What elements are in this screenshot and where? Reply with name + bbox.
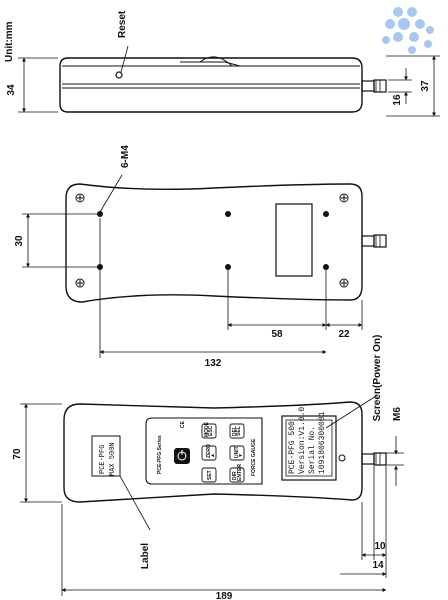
sticker-line1: PCE-PFG bbox=[99, 445, 107, 474]
enter-key-label: ENTER bbox=[237, 464, 243, 481]
dim-front-14: 14 bbox=[372, 560, 384, 571]
down-key-icon: ▼ bbox=[238, 453, 244, 458]
screen-line3: Serial No. bbox=[308, 426, 317, 474]
reset-callout: Reset bbox=[117, 10, 128, 38]
back-view bbox=[65, 183, 387, 303]
esc-key[interactable] bbox=[201, 423, 217, 439]
dim-front-189: 189 bbox=[216, 591, 233, 600]
hole-icon bbox=[225, 211, 231, 217]
hole-icon bbox=[97, 211, 103, 217]
hole-icon bbox=[225, 264, 231, 270]
brand-logo-icon bbox=[382, 7, 434, 54]
sticker-line2: MAX 500N bbox=[109, 442, 117, 476]
del-key-label: DEL bbox=[232, 426, 238, 436]
screw-icons bbox=[75, 193, 349, 288]
dim-front-10: 10 bbox=[374, 541, 386, 552]
power-led-icon bbox=[338, 454, 346, 462]
esc-key-label: ESC bbox=[208, 425, 214, 436]
hole-icon bbox=[323, 211, 329, 217]
screen-callout: Screen(Power On) bbox=[372, 335, 383, 422]
dir-key-label: DIR bbox=[232, 471, 238, 480]
power-button[interactable] bbox=[174, 448, 190, 464]
device-series: PCE-PFG Series bbox=[157, 435, 163, 474]
sel-key-label: SEL bbox=[236, 426, 242, 436]
unit-key-label: UNIT bbox=[234, 446, 240, 458]
label-callout: Label bbox=[140, 543, 151, 569]
ce-mark-icon: CE bbox=[180, 420, 186, 428]
dim-side-total: 37 bbox=[420, 80, 431, 92]
unit-label: Unit:mm bbox=[4, 21, 15, 62]
unit-key[interactable] bbox=[229, 445, 245, 461]
set-key-label: SET bbox=[207, 470, 213, 480]
dim-front-width: 70 bbox=[12, 448, 23, 460]
zero-key[interactable] bbox=[201, 445, 217, 461]
hole-icon bbox=[323, 264, 329, 270]
screen-line2: Version:V1.0.0 bbox=[298, 407, 307, 474]
side-view bbox=[59, 56, 387, 113]
front-view bbox=[63, 401, 387, 503]
zero-key-label: ZERO bbox=[206, 444, 212, 458]
screen-line4: 1091806300001 bbox=[318, 411, 327, 474]
dim-back-58: 58 bbox=[271, 329, 283, 340]
device-heading: FORCE GAUGE bbox=[251, 438, 257, 476]
dim-side-shaft: 16 bbox=[392, 94, 403, 106]
dim-back-22: 22 bbox=[338, 329, 350, 340]
sel-key[interactable] bbox=[229, 423, 245, 439]
holes-callout: 6-M4 bbox=[120, 145, 131, 168]
screen-line1: PCE-PFG 500 bbox=[288, 421, 297, 474]
dim-back-132: 132 bbox=[205, 358, 222, 369]
keypad bbox=[201, 423, 245, 483]
reset-hole-icon bbox=[115, 71, 123, 79]
dim-side-height: 34 bbox=[6, 84, 17, 96]
thread-callout: M6 bbox=[392, 407, 403, 421]
dim-back-hole-gap: 30 bbox=[14, 235, 25, 247]
mounting-holes bbox=[97, 211, 329, 270]
mode-key-label: MODE bbox=[204, 421, 210, 437]
up-key-icon: ▲ bbox=[210, 453, 216, 458]
set-key[interactable] bbox=[201, 467, 217, 483]
dir-key[interactable] bbox=[229, 467, 245, 483]
